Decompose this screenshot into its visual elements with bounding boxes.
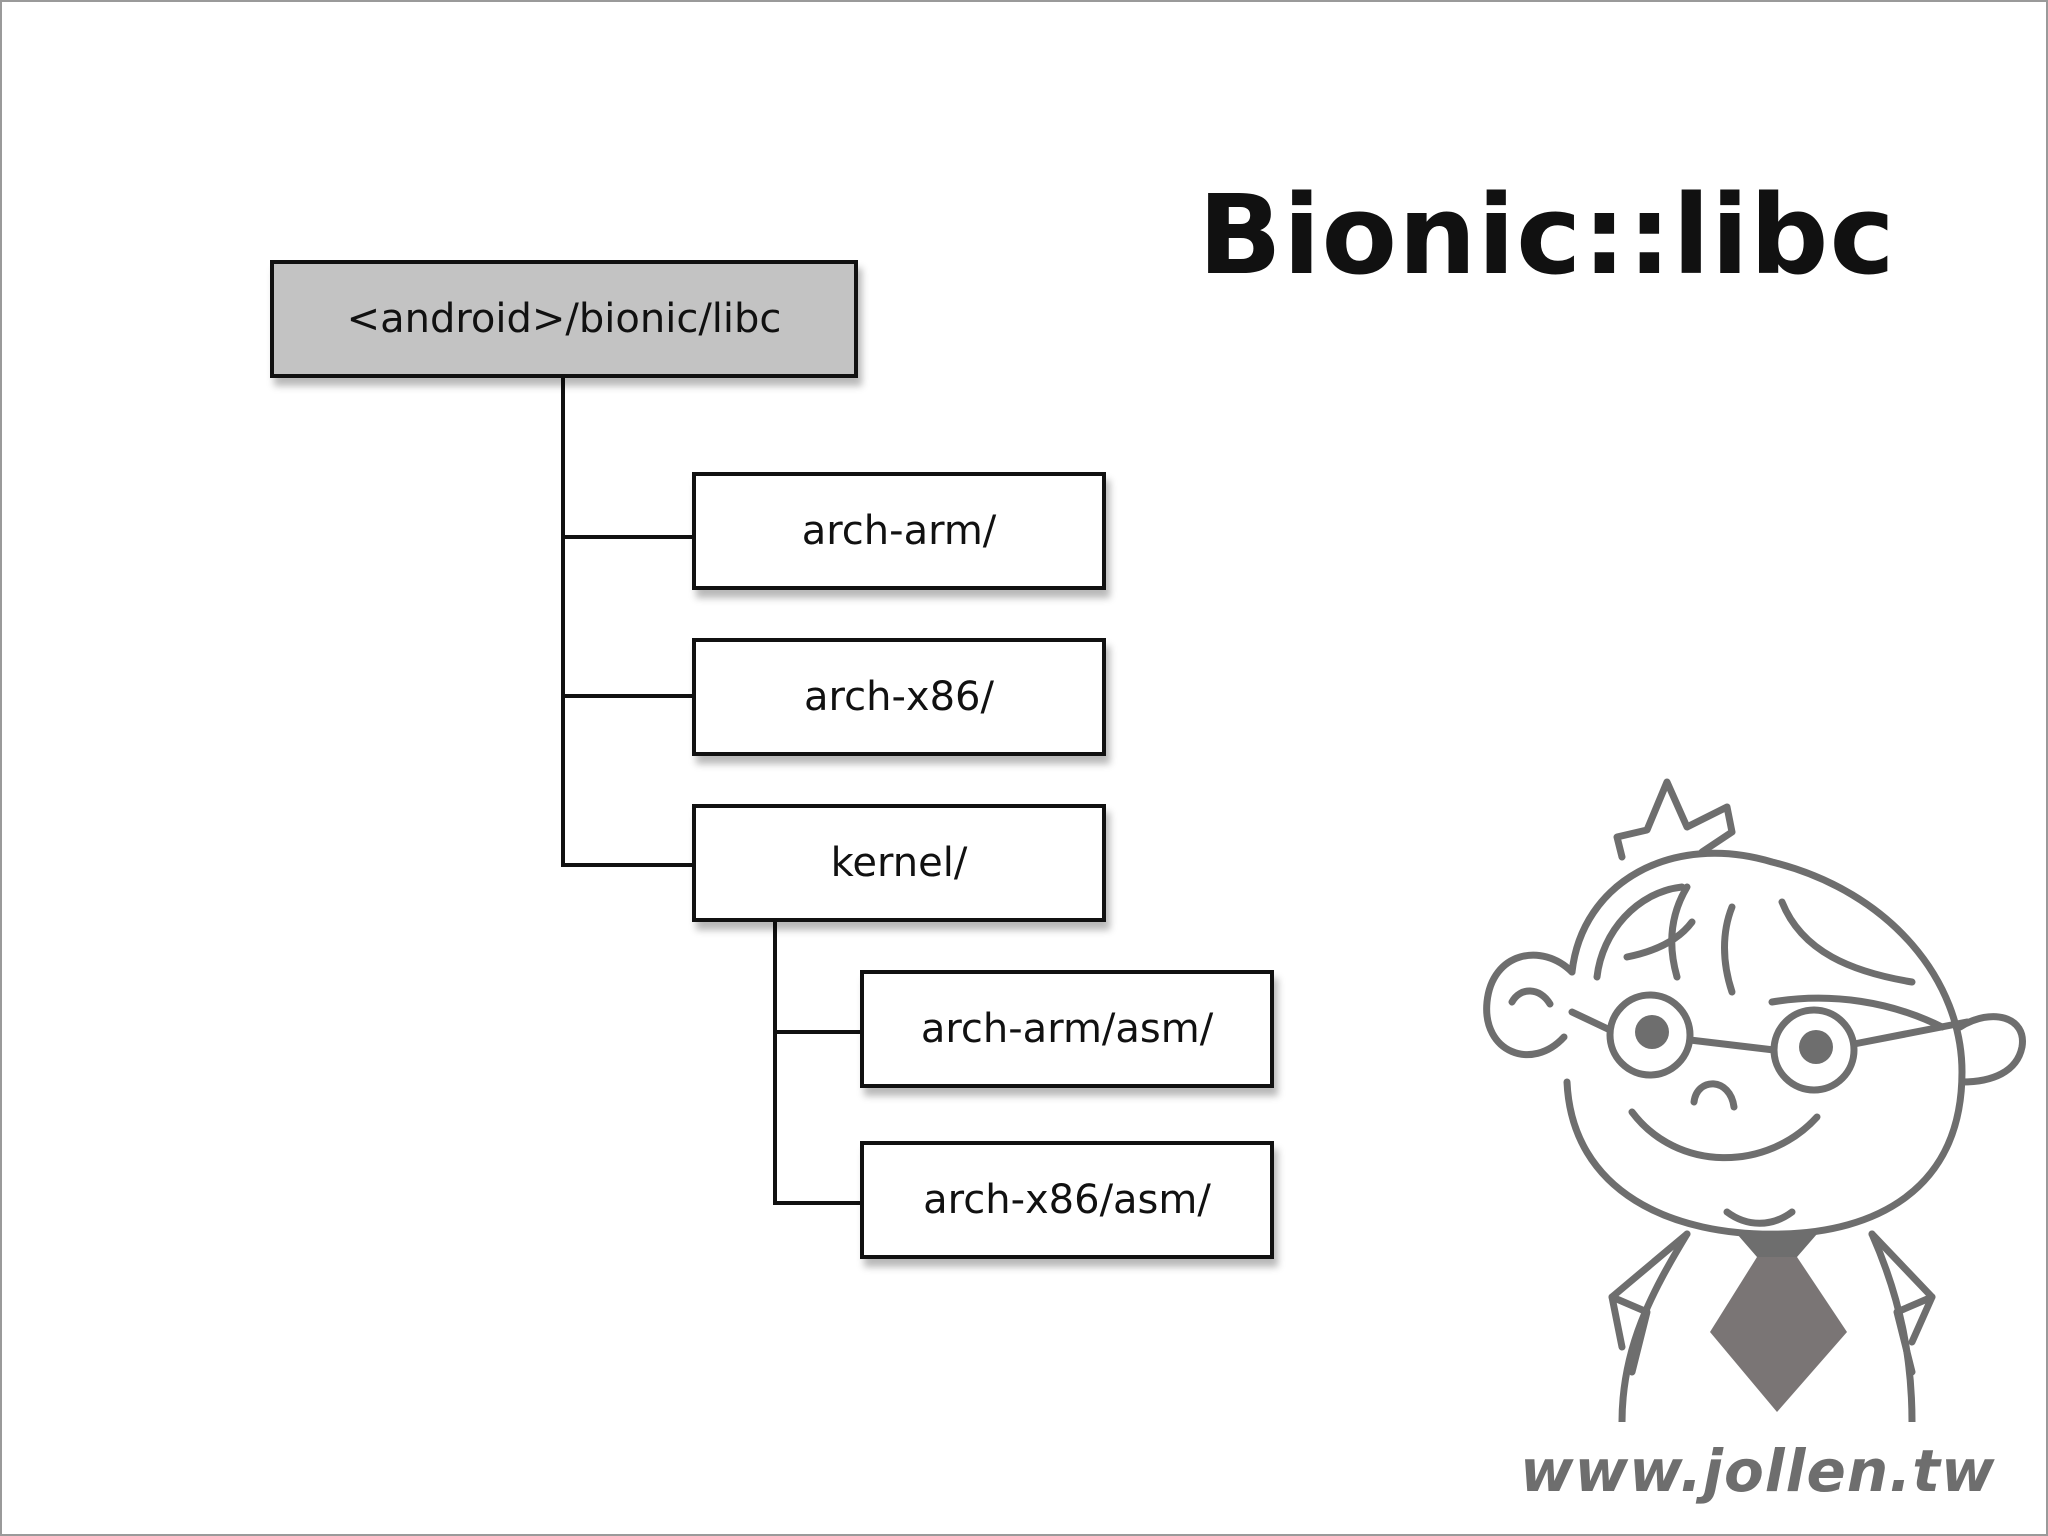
tree-trunk-line [561,377,565,867]
watermark-url: www.jollen.tw [1520,1437,1996,1505]
kernel-trunk-line [773,920,777,1205]
mascot-illustration [1483,778,2026,1422]
tree-node-arch-arm: arch-arm/ [692,472,1106,590]
branch-line-arch-arm [561,535,694,539]
tree-node-arch-arm-asm: arch-arm/asm/ [860,970,1274,1088]
branch-line-arch-x86-asm [773,1201,862,1205]
branch-line-arch-arm-asm [773,1030,862,1034]
branch-line-arch-x86 [561,694,694,698]
slide-title: Bionic::libc [1198,171,1896,299]
tree-node-kernel: kernel/ [692,804,1106,922]
tree-node-root: <android>/bionic/libc [270,260,858,378]
tree-node-arch-x86: arch-x86/ [692,638,1106,756]
branch-line-kernel [561,863,694,867]
tree-node-arch-x86-asm: arch-x86/asm/ [860,1141,1274,1259]
